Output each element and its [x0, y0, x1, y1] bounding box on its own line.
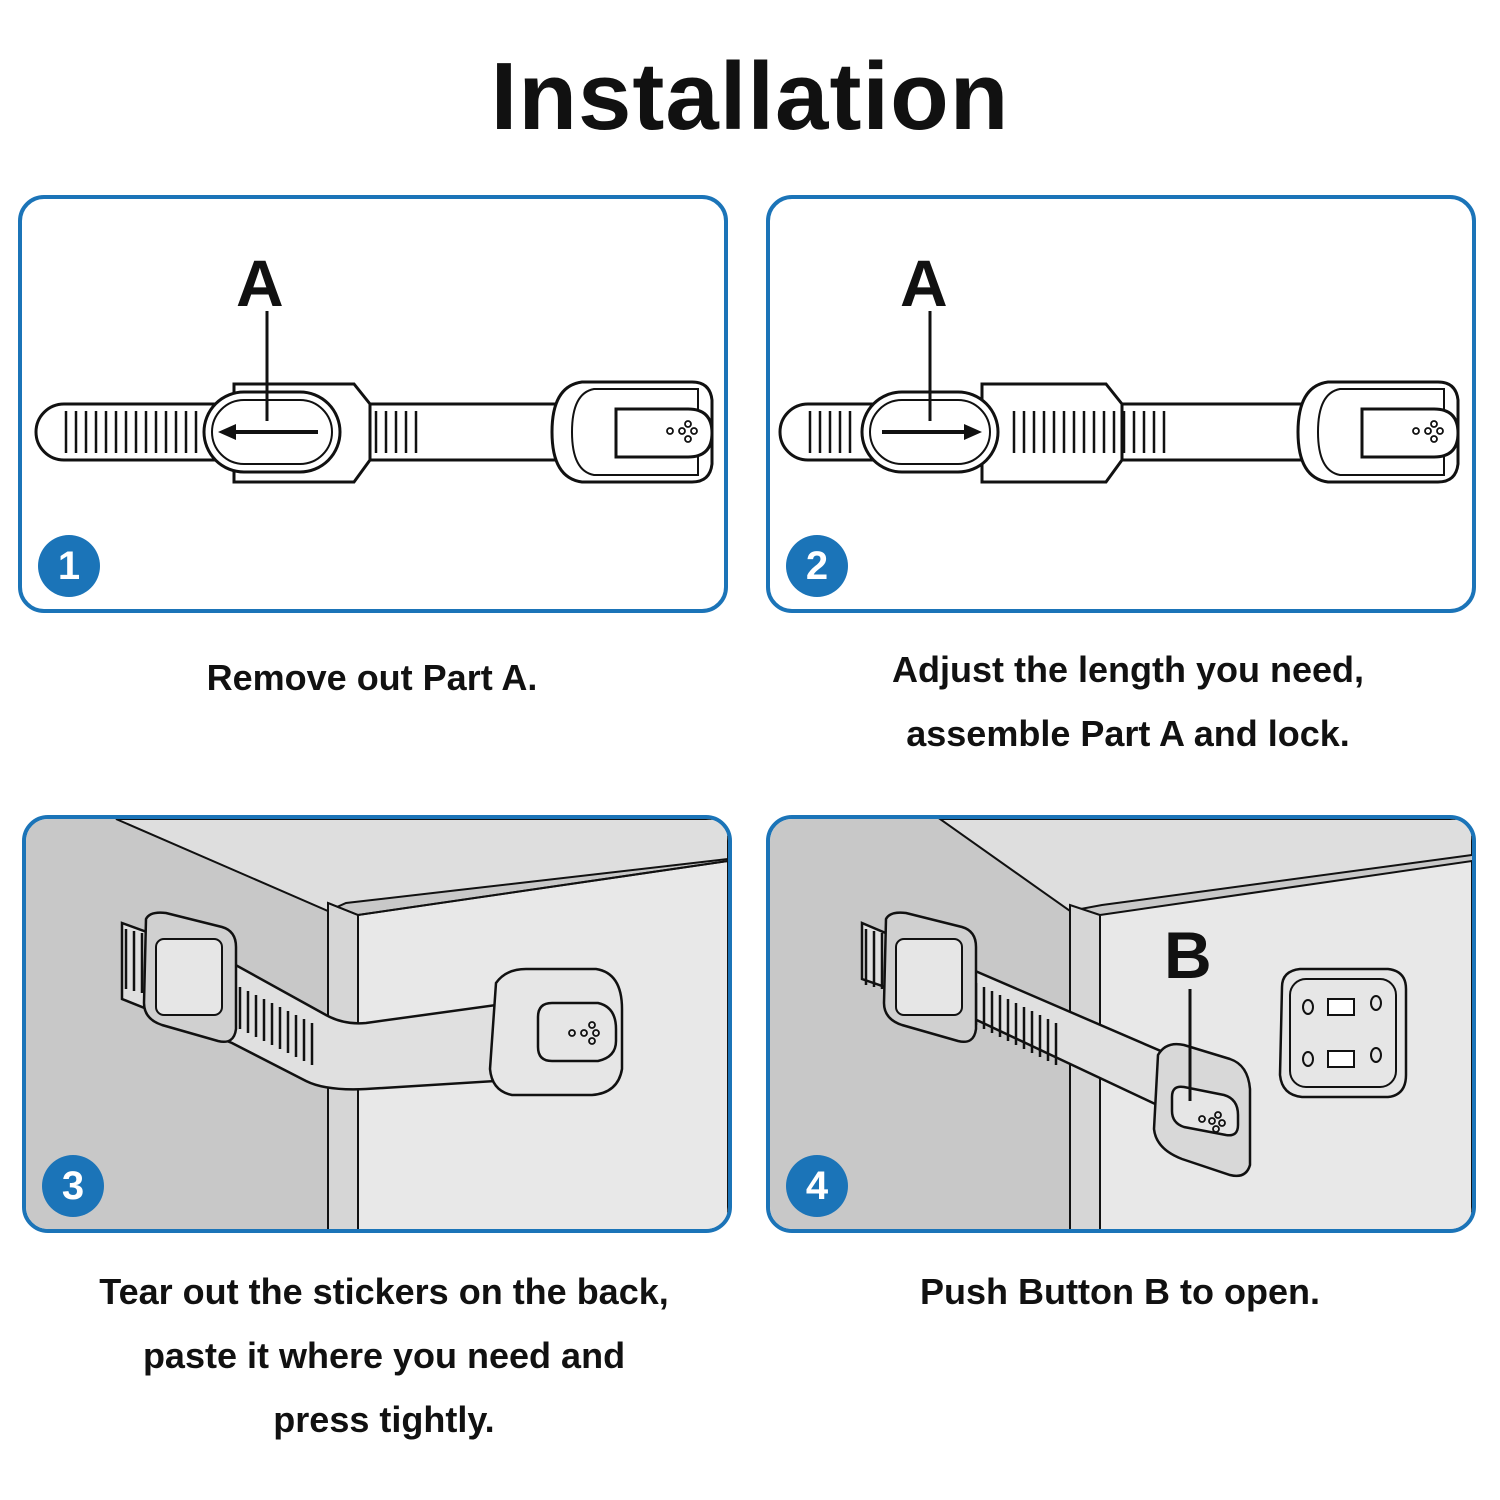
step-1-badge: 1 [38, 535, 100, 597]
step-3-caption: Tear out the stickers on the back, paste… [99, 1271, 669, 1440]
step-4-badge: 4 [786, 1155, 848, 1217]
part-a-label: A [236, 246, 284, 320]
step-4-caption: Push Button B to open. [920, 1271, 1320, 1312]
part-a-label: A [900, 246, 948, 320]
step-1-panel: A 1 [18, 195, 728, 613]
cabinet-open-illustration [770, 819, 1472, 1229]
step-2-caption: Adjust the length you need, assemble Par… [891, 649, 1364, 754]
step-1-caption: Remove out Part A. [206, 657, 538, 698]
step-2-panel: A 2 [766, 195, 1476, 613]
cabinet-install-illustration [26, 819, 728, 1229]
button-b-label: B [1164, 918, 1212, 992]
step-2-badge: 2 [786, 535, 848, 597]
step-4-panel: B 4 [766, 815, 1476, 1233]
strap-lock-illustration-1 [34, 311, 714, 484]
step-3-panel: 3 [22, 815, 732, 1233]
page-title: Installation [490, 43, 1010, 150]
strap-lock-illustration-2 [778, 311, 1460, 484]
step-3-badge: 3 [42, 1155, 104, 1217]
